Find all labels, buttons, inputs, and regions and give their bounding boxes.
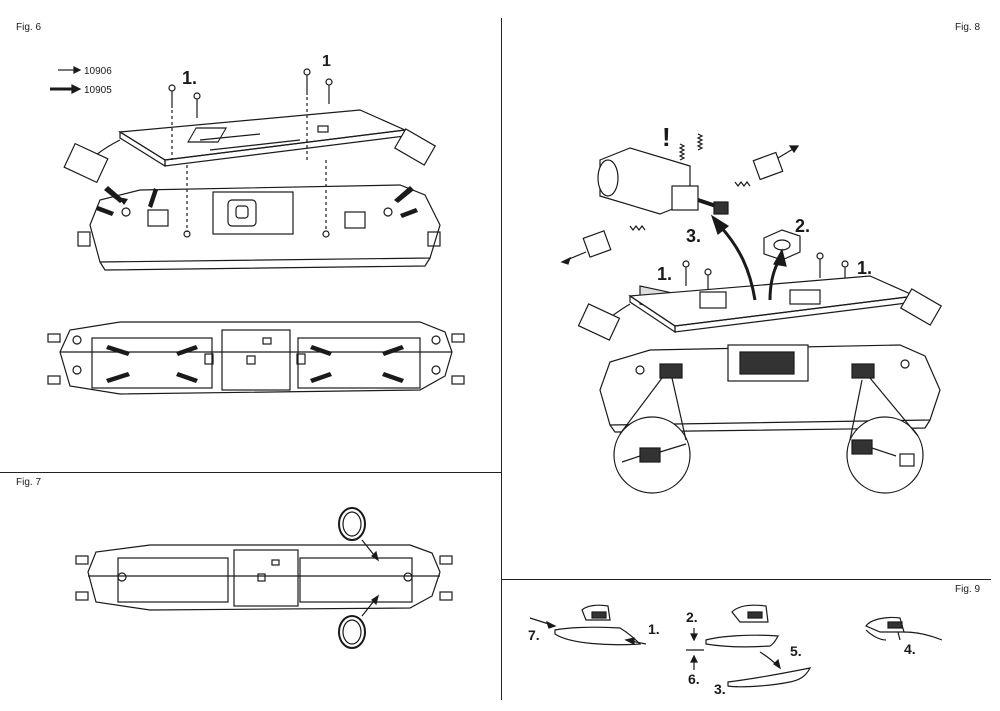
magnifier-circle-icon (613, 377, 691, 494)
cap-part (763, 229, 801, 261)
fig8-warning: ! (662, 122, 671, 152)
coupler-part (554, 604, 642, 646)
arrow-icon (96, 186, 418, 218)
motor-icon (597, 147, 729, 312)
screw-icon (841, 260, 849, 286)
spring-icon (629, 133, 751, 231)
fig9-step-4: 4. (904, 641, 916, 657)
vertical-divider (501, 18, 502, 700)
magnifier-circle-icon (846, 377, 924, 494)
fig9-step-6: 6. (688, 671, 700, 687)
legend-code-10905: 10905 (84, 85, 112, 96)
screw-icon (704, 268, 712, 294)
fig9-step-5: 5. (790, 643, 802, 659)
legend-code-10906: 10906 (84, 66, 112, 77)
fig8-step-3: 3. (686, 226, 701, 246)
locomotive-bottom-view (75, 544, 453, 611)
circuit-board (628, 275, 918, 334)
arrow-icon (106, 345, 404, 383)
fig7-label: Fig. 7 (16, 477, 42, 488)
horizontal-divider-left (0, 472, 501, 473)
coupler-part (865, 616, 943, 641)
fig9-step-7: 7. (528, 627, 540, 643)
screw-icon (325, 78, 333, 104)
traction-tire-icon (338, 507, 379, 562)
fig9-step-1: 1. (648, 621, 660, 637)
fig8-step-2: 2. (795, 216, 810, 236)
fig6-label: Fig. 6 (16, 22, 42, 33)
screw-icon (682, 260, 690, 286)
fig8-step-1-left: 1. (657, 264, 672, 284)
screw-icon (193, 92, 201, 118)
fig9-step-2: 2. (686, 609, 698, 625)
fig9-step-3: 3. (714, 681, 726, 697)
horizontal-divider-right (501, 579, 991, 580)
coupler-part (705, 604, 779, 648)
fig8-label: Fig. 8 (955, 22, 981, 33)
legend-arrow-thick-icon (50, 84, 82, 94)
locomotive-chassis (77, 97, 441, 271)
fig6-diagram: 10906 10905 1. 1 (47, 53, 465, 395)
screw-icon (303, 68, 311, 95)
circuit-board (118, 109, 408, 168)
screw-icon (816, 252, 824, 278)
fig8-step-1-right: 1. (857, 258, 872, 278)
locomotive-bottom-view (47, 321, 465, 395)
traction-tire-icon (338, 594, 379, 649)
locomotive-chassis (599, 344, 941, 433)
screw-icon (168, 84, 176, 108)
fig6-step-1b: 1 (322, 53, 331, 70)
fig9-label: Fig. 9 (955, 584, 981, 595)
fig6-step-1: 1. (182, 68, 197, 88)
legend-arrow-thin-icon (58, 66, 82, 74)
